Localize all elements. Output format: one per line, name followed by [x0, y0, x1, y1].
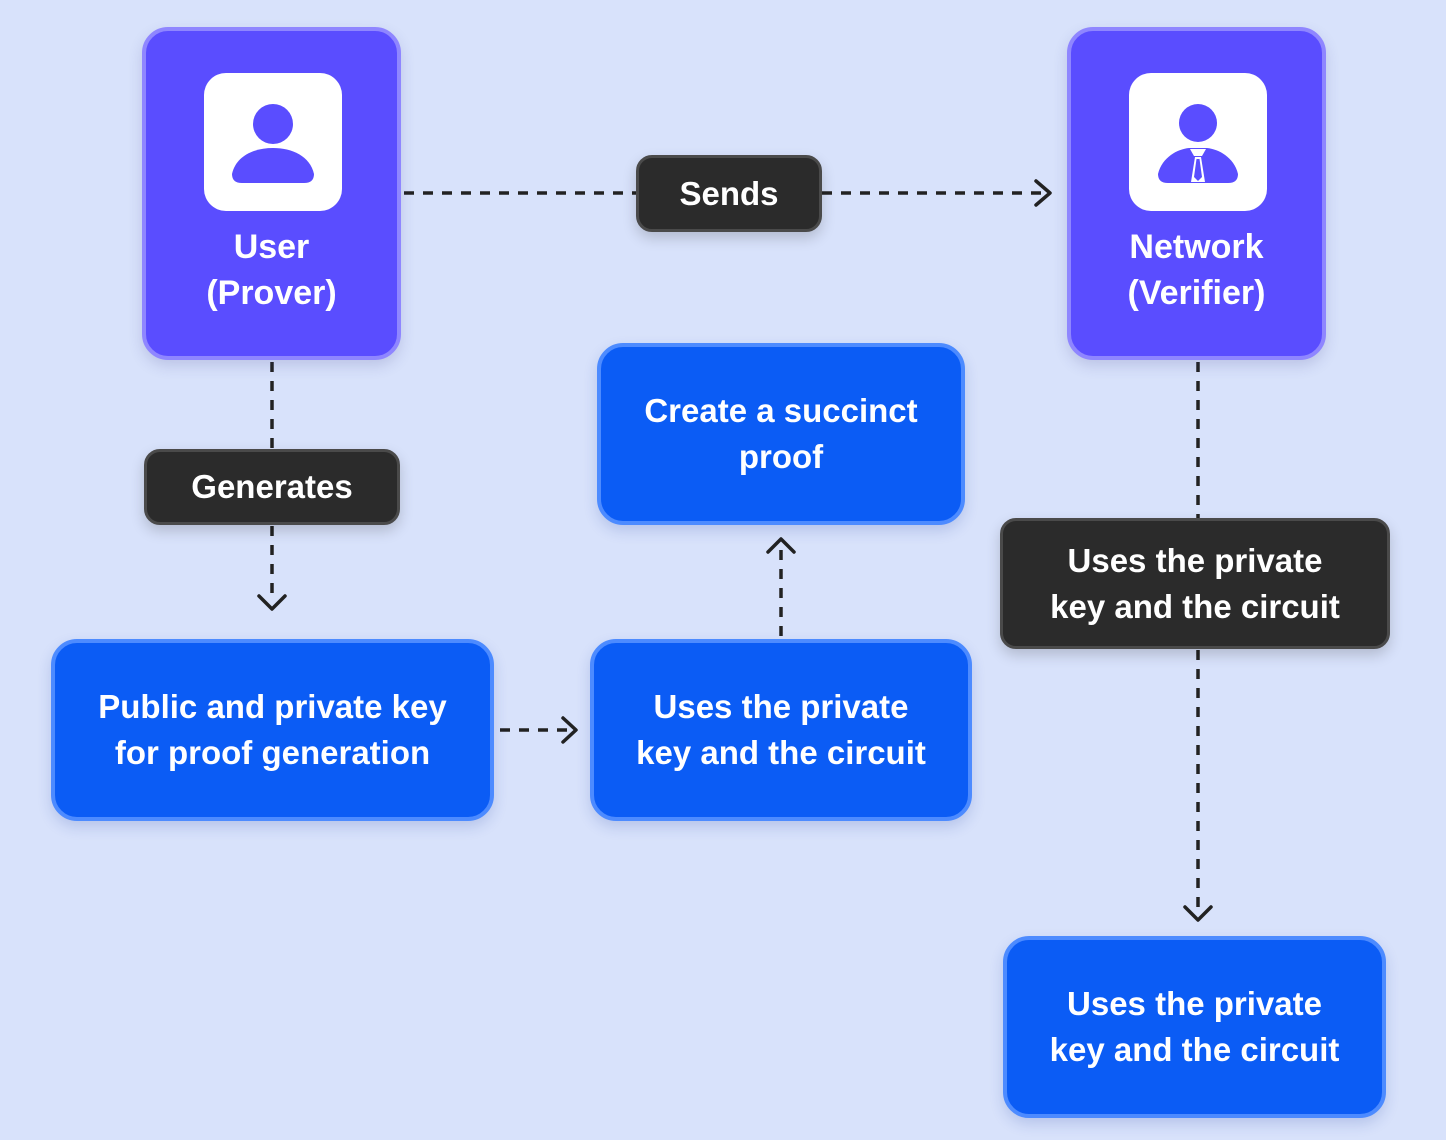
- keys-to-uses-arrowhead: [561, 716, 578, 744]
- create-proof-step: Create a succinct proof: [597, 343, 965, 525]
- sends-label-text: Sends: [679, 174, 779, 212]
- prover-icon-tile: [204, 73, 342, 211]
- sends-arrowhead: [1034, 179, 1052, 207]
- verifier-result-line2: key and the circuit: [1049, 1031, 1340, 1068]
- verifier-uses-label-line2: key and the circuit: [1050, 587, 1340, 625]
- keys-step-line1: Public and private key: [98, 688, 447, 725]
- create-proof-line2: proof: [738, 438, 824, 475]
- user-icon: [232, 104, 314, 183]
- keys-step-line2: for proof generation: [114, 734, 431, 771]
- business-person-icon: [1158, 104, 1238, 183]
- generates-arrowhead: [257, 594, 287, 611]
- prover-uses-line1: Uses the private: [653, 688, 909, 725]
- verifier-actor-card: Network (Verifier): [1067, 27, 1326, 360]
- create-proof-line1: Create a succinct: [644, 392, 918, 429]
- generates-label: Generates: [144, 449, 400, 525]
- prover-actor-card: User (Prover): [142, 27, 401, 360]
- verifier-role: (Verifier): [1127, 274, 1266, 312]
- verifier-name: Network: [1129, 228, 1264, 266]
- verifier-arrowhead: [1183, 905, 1213, 922]
- verifier-uses-label-line1: Uses the private: [1067, 541, 1323, 579]
- verifier-result-step: Uses the private key and the circuit: [1003, 936, 1386, 1118]
- prover-role: (Prover): [206, 274, 337, 312]
- uses-to-proof-arrowhead: [766, 537, 796, 554]
- prover-uses-step: Uses the private key and the circuit: [590, 639, 972, 821]
- generates-label-text: Generates: [191, 468, 353, 505]
- verifier-result-line1: Uses the private: [1067, 985, 1322, 1022]
- prover-name: User: [233, 228, 310, 266]
- verifier-uses-label: Uses the private key and the circuit: [1000, 518, 1390, 649]
- verifier-icon-tile: [1129, 73, 1267, 211]
- sends-label: Sends: [636, 155, 822, 232]
- keys-step: Public and private key for proof generat…: [51, 639, 494, 821]
- prover-uses-line2: key and the circuit: [636, 734, 926, 771]
